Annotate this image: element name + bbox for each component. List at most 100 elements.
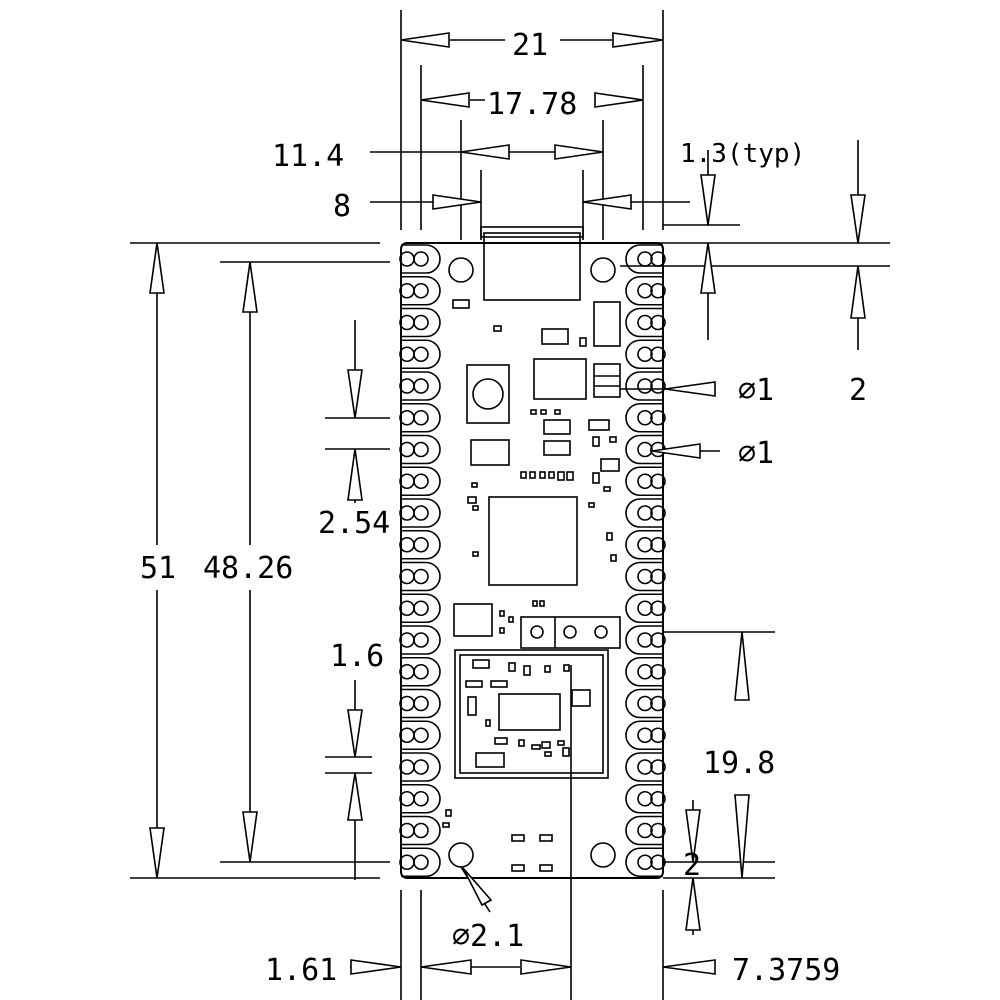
smd-component — [523, 665, 531, 676]
rp2040-chip — [488, 496, 578, 586]
smd-component — [490, 680, 508, 688]
pin-hole-left — [413, 473, 429, 490]
dim-2-54: 2.54 — [318, 506, 390, 541]
arrowhead-icon — [850, 194, 866, 244]
crystal — [470, 439, 510, 466]
arrowhead-icon — [149, 242, 165, 294]
pin-pad-right — [625, 783, 663, 814]
pin-hole-right — [637, 441, 653, 458]
castellation-right — [650, 282, 666, 299]
pin-pad-right — [625, 529, 663, 560]
arrowhead-icon — [685, 877, 701, 931]
pin-pad-left — [401, 656, 441, 687]
pin-pad-left — [401, 402, 441, 433]
arrowhead-icon — [594, 92, 644, 108]
component — [475, 752, 505, 768]
component — [571, 689, 591, 707]
pin-hole-right — [637, 314, 653, 331]
smd-component — [579, 337, 587, 347]
castellation-right — [650, 822, 666, 839]
smd-component — [511, 834, 525, 842]
pin-pad-right — [625, 339, 663, 370]
board-outline — [400, 242, 664, 879]
pin-pad-right — [625, 371, 663, 401]
pin-hole-right — [637, 409, 653, 426]
smd-component — [530, 409, 537, 415]
arrowhead-icon — [651, 443, 701, 459]
smd-component — [518, 739, 525, 747]
pin-hole-right — [637, 632, 653, 648]
dim-11-4: 11.4 — [272, 139, 344, 174]
smd-component — [511, 864, 525, 872]
pin-hole-right — [637, 568, 653, 585]
smd-component — [588, 502, 595, 508]
pin-pad-left — [401, 434, 441, 465]
transistor — [600, 458, 620, 472]
pin-pad-right — [625, 466, 663, 497]
pin-pad-left — [401, 815, 441, 846]
smd-component — [529, 471, 536, 479]
smd-component — [562, 747, 570, 757]
arrowhead-icon — [554, 144, 604, 160]
pin-hole-right — [637, 536, 653, 553]
pin-pad-left — [401, 275, 441, 306]
arrowhead-icon — [400, 32, 450, 48]
pin-hole-left — [413, 632, 429, 648]
pin-hole-left — [413, 441, 429, 458]
component — [543, 419, 571, 435]
pin-hole-right — [637, 759, 653, 775]
dim-8: 8 — [333, 189, 351, 224]
castellation-left — [399, 695, 415, 712]
arrowhead-icon — [664, 381, 716, 397]
pin-hole-left — [413, 790, 429, 807]
dim-51: 51 — [140, 551, 176, 586]
small-components — [442, 299, 617, 872]
pin-pad-left — [401, 466, 441, 497]
pin-hole-right — [637, 378, 653, 394]
castellation-right — [650, 568, 666, 585]
pin-hole-left — [413, 251, 429, 267]
castellation-left — [399, 568, 415, 585]
smd-component — [465, 680, 483, 688]
pin-pad-left — [401, 720, 441, 751]
pin-pad-left — [401, 371, 441, 401]
castellation-left — [399, 282, 415, 299]
pin-pad-left — [401, 561, 441, 592]
castellation-left — [399, 759, 415, 775]
smd-component — [499, 627, 505, 634]
dim-dia-1b: ∅1 — [738, 436, 774, 471]
smd-component — [566, 471, 574, 481]
castellation-right — [650, 314, 666, 331]
component — [543, 440, 571, 456]
dimension-labels: 21 17.78 11.4 8 1.3(typ) 2 ∅1 ∅1 2.54 51… — [140, 28, 867, 988]
wifi-shield-inner — [459, 654, 604, 774]
usb-flange — [480, 226, 584, 238]
smd-component — [539, 864, 553, 872]
smd-component — [563, 664, 570, 672]
usb-connector — [483, 232, 581, 301]
smd-component — [467, 696, 477, 716]
arrowhead-icon — [700, 242, 716, 294]
castellation-left — [399, 536, 415, 553]
component — [588, 419, 610, 431]
pin-hole-right — [637, 251, 653, 267]
arrowhead-icon — [612, 32, 664, 48]
pin-hole-right — [637, 282, 653, 299]
arrowhead-icon — [350, 959, 402, 975]
dim-1-3-typ: 1.3(typ) — [680, 139, 805, 169]
arrowhead-icon — [734, 794, 750, 879]
pin-hole-right — [637, 663, 653, 680]
mount-hole — [590, 842, 616, 868]
smd-component — [472, 659, 490, 669]
arrowhead-icon — [242, 811, 258, 863]
smd-component — [609, 436, 617, 443]
dimension-lines — [130, 10, 890, 1000]
mount-hole — [448, 257, 474, 283]
arrowhead-icon — [347, 448, 363, 501]
pin-hole-left — [413, 600, 429, 617]
pcb-board — [399, 226, 666, 879]
pin-pad-left — [401, 244, 441, 274]
inductor — [533, 358, 587, 400]
dim-7-3759: 7.3759 — [732, 953, 840, 988]
